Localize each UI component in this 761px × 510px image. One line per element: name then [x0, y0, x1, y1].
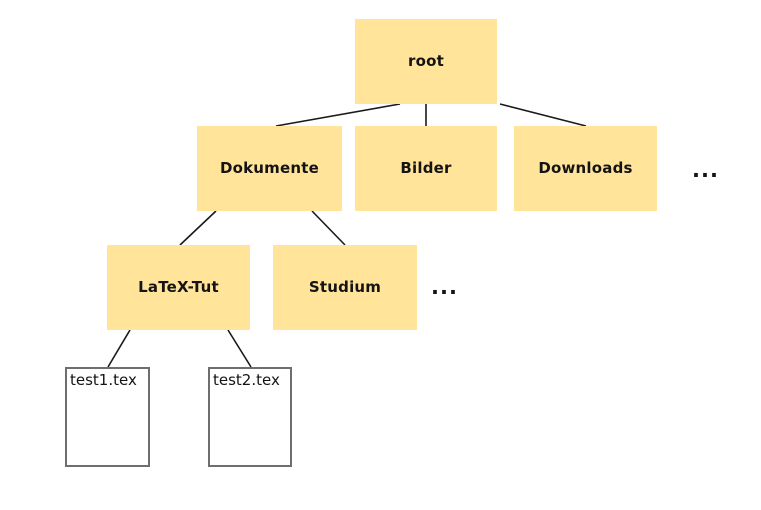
- tree-edge-dokumente-to-studium: [311, 210, 346, 246]
- tree-edge-dokumente-to-latex-tut: [179, 210, 217, 246]
- tree-edge-latex-tut-to-test1: [107, 329, 131, 368]
- folder-node-studium[interactable]: Studium: [273, 245, 417, 330]
- tree-edge-root-to-downloads: [499, 103, 587, 127]
- node-label: Downloads: [538, 159, 633, 178]
- file-node-test1[interactable]: test1.tex: [65, 367, 150, 467]
- tree-edge-root-to-dokumente: [275, 103, 401, 127]
- folder-node-bilder[interactable]: Bilder: [355, 126, 497, 211]
- node-label: root: [408, 52, 444, 71]
- folder-node-dokumente[interactable]: Dokumente: [197, 126, 342, 211]
- ellipsis-row2: ...: [692, 158, 719, 182]
- folder-node-downloads[interactable]: Downloads: [514, 126, 657, 211]
- tree-edge-latex-tut-to-test2: [227, 329, 252, 368]
- node-label: test1.tex: [70, 371, 137, 389]
- ellipsis-row3: ...: [431, 275, 458, 299]
- file-node-test2[interactable]: test2.tex: [208, 367, 292, 467]
- node-label: Bilder: [400, 159, 452, 178]
- folder-node-root[interactable]: root: [355, 19, 497, 104]
- node-label: Studium: [308, 278, 382, 297]
- node-label: test2.tex: [213, 371, 280, 389]
- node-label: LaTeX-Tut: [138, 278, 219, 297]
- folder-node-latex-tut[interactable]: LaTeX-Tut: [107, 245, 250, 330]
- node-label: Dokumente: [219, 159, 320, 178]
